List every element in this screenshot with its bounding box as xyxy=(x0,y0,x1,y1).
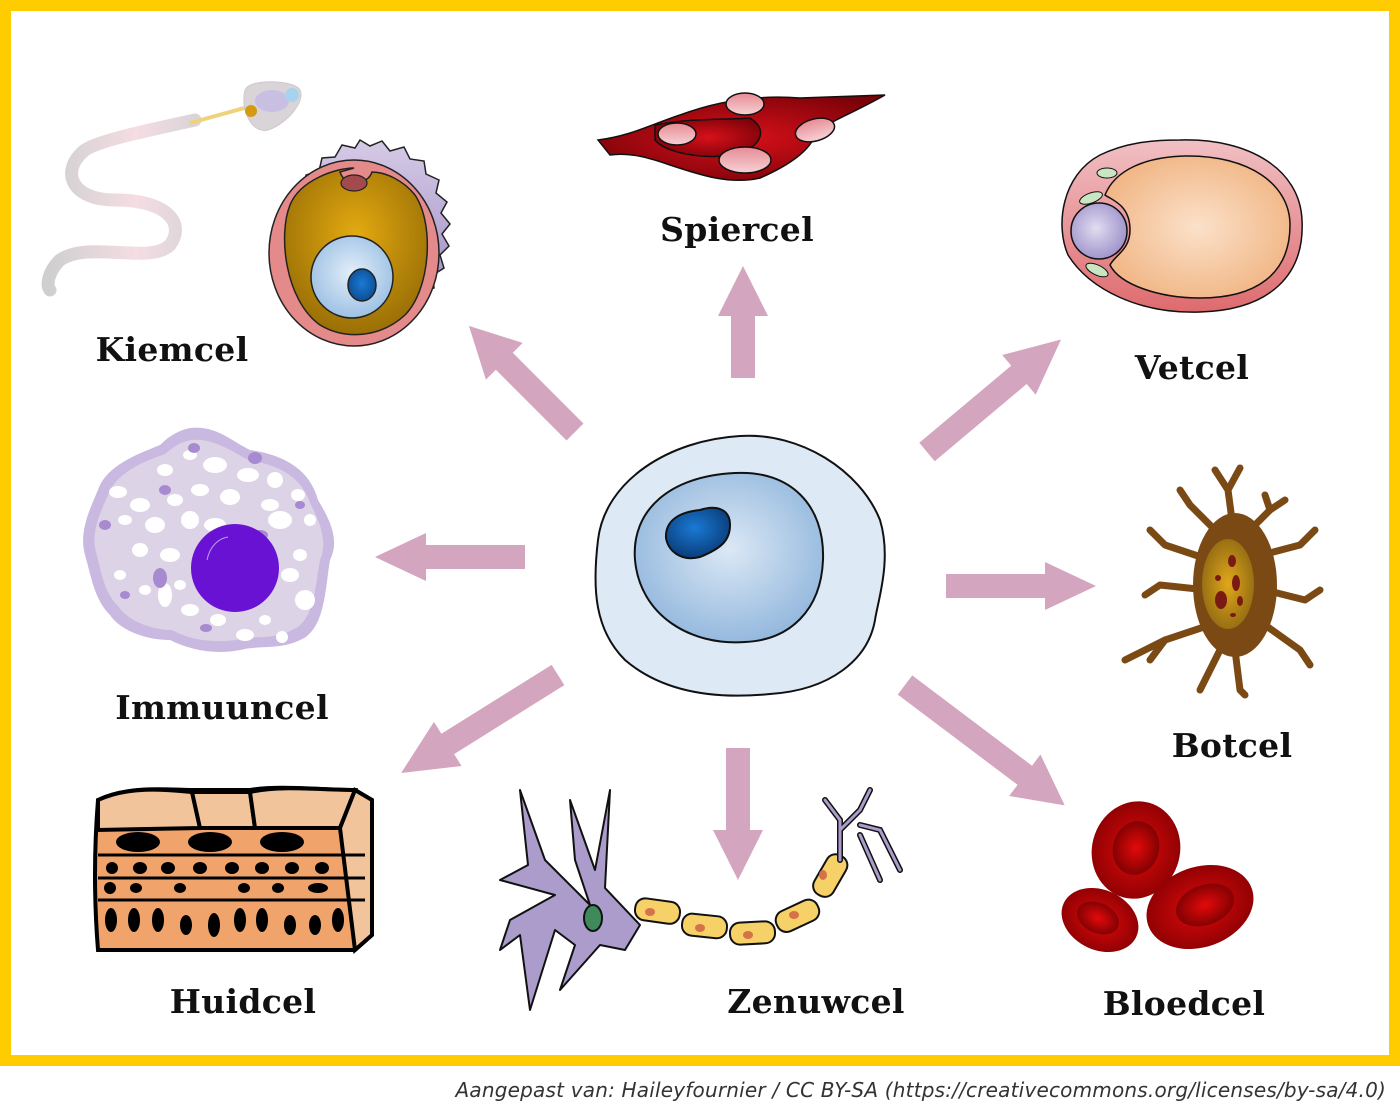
label-spiercel: Spiercel xyxy=(660,210,814,249)
zenuwcel-illustration xyxy=(499,787,903,1011)
stem-cell-illustration xyxy=(594,434,886,697)
botcel-illustration xyxy=(1121,464,1324,699)
huidcel-illustration xyxy=(93,785,374,955)
label-kiemcel: Kiemcel xyxy=(95,330,249,369)
label-huidcel: Huidcel xyxy=(169,982,317,1021)
bloedcel-illustration xyxy=(1061,801,1254,953)
arrow-to-zenuwcel xyxy=(713,748,763,880)
label-vetcel: Vetcel xyxy=(1134,348,1250,387)
arrow-to-spiercel xyxy=(718,266,768,378)
label-immuuncel: Immuuncel xyxy=(115,688,329,727)
arrow-to-vetcel xyxy=(919,339,1062,462)
spiercel-illustration xyxy=(596,92,886,182)
vetcel-illustration xyxy=(1061,139,1303,313)
label-botcel: Botcel xyxy=(1171,726,1293,765)
arrow-to-kiemcel xyxy=(468,325,584,441)
arrow-to-immuuncel xyxy=(375,533,525,581)
kiemcel-illustration xyxy=(41,81,451,347)
immuuncel-illustration xyxy=(83,427,335,652)
label-zenuwcel: Zenuwcel xyxy=(727,982,905,1021)
arrow-to-botcel xyxy=(946,562,1096,610)
arrows xyxy=(375,266,1096,880)
label-bloedcel: Bloedcel xyxy=(1102,984,1266,1023)
attribution-caption: Aangepast van: Haileyfournier / CC BY-SA… xyxy=(455,1078,1386,1102)
arrow-to-bloedcel xyxy=(897,675,1065,806)
arrow-to-huidcel xyxy=(401,664,565,774)
